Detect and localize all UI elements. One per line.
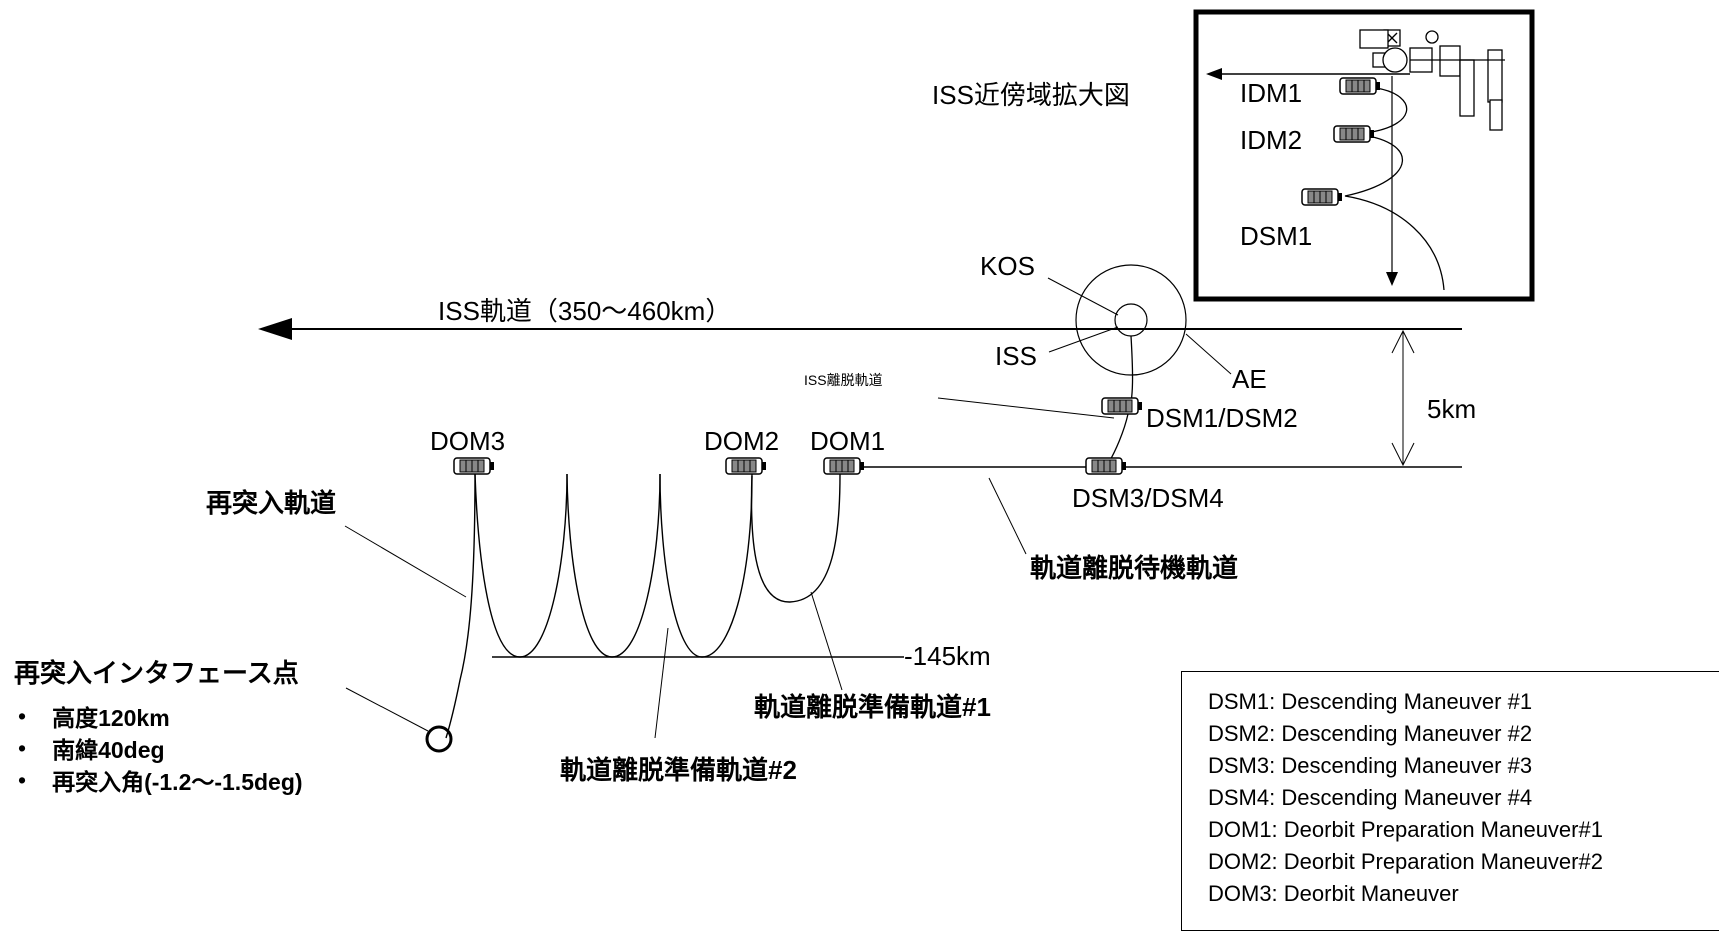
reentry-interface-label: 再突入インタフェース点 [14,658,299,688]
list-item: • 南緯40deg [18,732,303,764]
interface-details-list: • 高度120km • 南緯40deg • 再突入角(-1.2～-1.5deg) [18,700,303,796]
bullet-icon: • [18,766,27,793]
reentry-orbit-label: 再突入軌道 [206,488,337,518]
iss-leader-lines [937,277,1232,419]
five-km-dimension [1391,329,1415,467]
bullet-text: 高度120km [52,705,170,731]
standby-orbit-label: 軌道離脱待機軌道 [1030,553,1239,583]
dom3-spacecraft-icon [453,457,495,475]
idm1-label: IDM1 [1240,78,1303,108]
kos-circle [1075,264,1187,376]
inset-descent-path [1344,87,1445,291]
ae-label: AE [1232,364,1267,394]
bullet-icon: • [18,702,27,729]
list-item: • 高度120km [18,700,303,732]
iss-label: ISS [995,341,1037,371]
legend-item: DSM4: Descending Maneuver #4 [1208,785,1533,810]
inset-title-label: ISS近傍域拡大図 [932,80,1130,110]
dsm12-spacecraft-icon [1101,397,1143,415]
prep-orbit-1-label: 軌道離脱準備軌道#1 [754,692,991,722]
inset-down-arrow [1386,272,1398,286]
dsm12-label: DSM1/DSM2 [1146,403,1298,433]
dom2-label: DOM2 [704,426,780,456]
inset-orbit-arrow [1206,68,1222,80]
lower-leader-lines [344,477,1027,739]
legend-item: DOM2: Deorbit Preparation Maneuver#2 [1208,849,1603,874]
bullet-text: 再突入角(-1.2～-1.5deg) [52,769,303,795]
iss-orbit-label: ISS軌道（350～460km） [438,296,732,326]
iss-circle [1114,303,1148,337]
idm1-spacecraft-icon [1339,77,1381,95]
dom2-spacecraft-icon [725,457,767,475]
dsm1-inset-label: DSM1 [1240,221,1313,251]
legend-item: DSM2: Descending Maneuver #2 [1208,721,1533,746]
dsm34-spacecraft-icon [1085,457,1127,475]
iss-departure-label: ISS離脱軌道 [804,372,883,388]
phasing-loops [445,473,841,739]
legend-item: DSM1: Descending Maneuver #1 [1208,689,1533,714]
dsm1-inset-spacecraft-icon [1301,188,1343,206]
alt-145km-label: -145km [904,641,991,671]
legend-item: DOM1: Deorbit Preparation Maneuver#1 [1208,817,1603,842]
dom3-label: DOM3 [430,426,506,456]
bullet-text: 南緯40deg [52,737,165,763]
iss-orbit-arrow [258,318,292,340]
legend-box: DSM1: Descending Maneuver #1 DSM2: Desce… [1181,671,1719,931]
kos-label: KOS [980,251,1035,281]
inset-frame [1193,9,1535,302]
inset-iss-structure [1359,29,1505,131]
dom1-spacecraft-icon [823,457,865,475]
legend-item: DSM3: Descending Maneuver #3 [1208,753,1533,778]
dsm34-label: DSM3/DSM4 [1072,483,1224,513]
dom1-label: DOM1 [810,426,886,456]
reentry-interface-circle [425,725,453,753]
list-item: • 再突入角(-1.2～-1.5deg) [18,764,303,796]
bullet-icon: • [18,734,27,761]
prep-orbit-2-label: 軌道離脱準備軌道#2 [560,755,797,785]
idm2-spacecraft-icon [1333,125,1375,143]
idm2-label: IDM2 [1240,125,1303,155]
legend-item: DOM3: Deorbit Maneuver [1208,881,1459,906]
five-km-label: 5km [1427,394,1477,424]
